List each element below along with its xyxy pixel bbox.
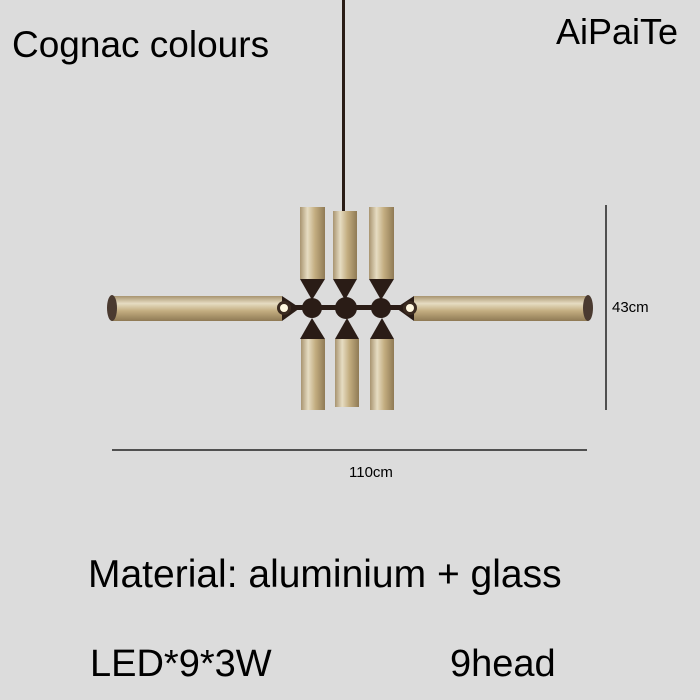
brand-logo: AiPaiTe xyxy=(556,11,679,52)
material-spec: Material: aluminium + glass xyxy=(88,553,562,596)
product-color-title: Cognac colours xyxy=(12,24,270,65)
height-dimension-label: 43cm xyxy=(612,299,649,316)
led-spec: LED*9*3W xyxy=(90,643,272,685)
width-dimension-label: 110cm xyxy=(349,464,393,481)
metal-hubs xyxy=(277,279,417,339)
hanging-rod xyxy=(342,0,345,215)
heads-spec: 9head xyxy=(450,643,556,685)
glass-tubes xyxy=(107,207,593,410)
